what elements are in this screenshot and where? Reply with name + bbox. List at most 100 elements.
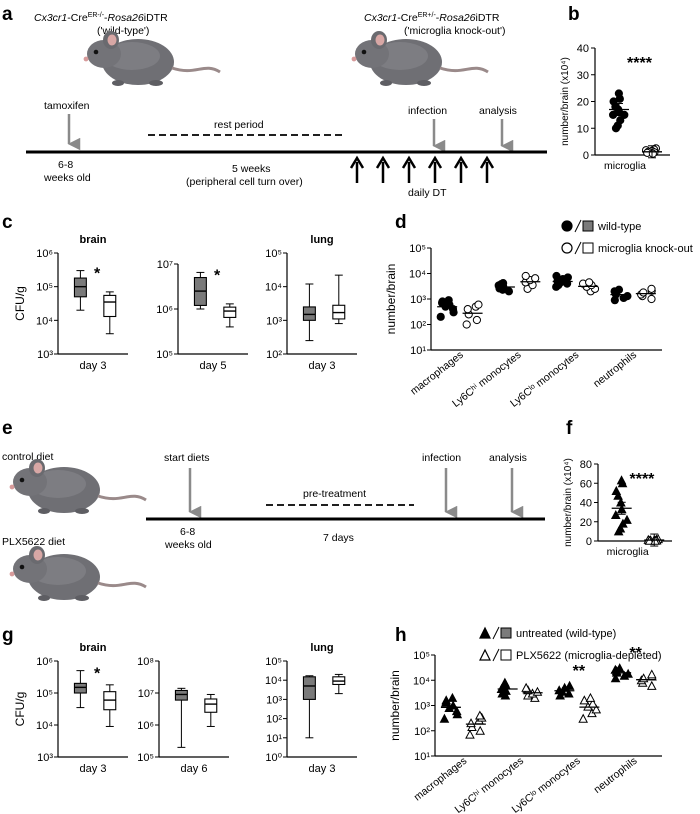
y-tick-label: 10 [577, 123, 589, 135]
legend-box [500, 627, 512, 639]
data-point [620, 110, 629, 119]
box [73, 682, 87, 694]
plx-diet-label: PLX5622 diet [2, 536, 65, 548]
data-point [578, 713, 589, 723]
data-point [611, 124, 621, 133]
data-point [608, 110, 618, 119]
significance-annotation: * [94, 266, 101, 283]
y-tick-label: 0 [586, 536, 592, 548]
data-point [579, 695, 590, 705]
panel-label-e: e [2, 418, 13, 439]
age-label: weeks old [164, 539, 212, 551]
y-tick-label: 10⁵ [265, 248, 282, 260]
mouse-icon [8, 544, 148, 603]
x-category-label: neutrophils [592, 755, 640, 796]
dt-arrow-head [349, 155, 365, 169]
y-tick-label: 10⁴ [265, 675, 282, 687]
y-tick-label: 0 [583, 150, 589, 162]
mouse-icon [8, 457, 148, 516]
chart-title: brain [80, 234, 107, 246]
data-point [466, 718, 476, 728]
panel-label-h: h [395, 625, 407, 646]
data-point [639, 288, 648, 297]
y-axis-label: CFU/g [13, 286, 27, 321]
legend-label: PLX5622 (microglia-depleted) [516, 650, 662, 662]
data-point [617, 478, 628, 488]
y-tick-label: 10³ [37, 752, 53, 764]
data-point [499, 279, 508, 288]
legend-slash [492, 648, 500, 662]
y-tick-label: 10³ [414, 701, 430, 713]
y-axis-label: number/brain [388, 670, 402, 741]
data-point [591, 704, 602, 714]
x-category-label: day 3 [80, 360, 107, 372]
data-point [475, 710, 485, 720]
significance-annotation: * [94, 666, 101, 683]
y-axis-label: number/brain [384, 264, 398, 335]
legend-label: untreated (wild-type) [516, 628, 616, 640]
x-category-label: neutrophils [591, 349, 639, 390]
data-point [646, 680, 657, 690]
data-point [474, 300, 483, 309]
legend-box [582, 220, 594, 232]
box [103, 294, 117, 318]
y-tick-label: 10⁵ [409, 243, 426, 255]
data-point [447, 692, 458, 702]
box [302, 306, 316, 321]
y-tick-label: 10² [414, 726, 430, 738]
x-category-label: day 3 [309, 763, 336, 775]
y-tick-label: 10⁵ [36, 688, 53, 700]
y-axis-label: number/brain (x10⁴) [563, 458, 574, 547]
pretreatment-label: pre-treatment [303, 488, 366, 500]
age-label: weeks old [43, 172, 91, 184]
data-point [614, 285, 624, 294]
data-point [552, 271, 561, 281]
data-point [647, 284, 656, 293]
y-tick-label: 10⁶ [36, 656, 53, 668]
data-point [521, 271, 530, 281]
duration-label: 5 weeks [232, 163, 271, 175]
data-point [532, 686, 543, 696]
data-point [451, 706, 462, 716]
y-tick-label: 10⁵ [413, 650, 430, 662]
data-point [613, 490, 623, 500]
data-point [564, 680, 575, 690]
legend-marker [561, 242, 573, 254]
age-label: 6-8 [58, 159, 73, 171]
box [302, 676, 316, 700]
data-point [647, 294, 656, 304]
y-tick-label: 10⁵ [36, 282, 53, 294]
data-point [623, 291, 632, 301]
age-label: 6-8 [180, 526, 195, 538]
panel-label-d: d [395, 212, 407, 233]
y-axis-label: number/brain (x10⁴) [560, 57, 571, 146]
y-tick-label: 10⁴ [36, 315, 53, 327]
data-point [463, 305, 472, 314]
data-point [614, 663, 625, 673]
data-point [585, 692, 596, 702]
significance-annotation: ** [573, 663, 586, 680]
x-category-label: day 3 [309, 360, 336, 372]
panel-label-g: g [2, 625, 14, 646]
data-point [465, 729, 475, 739]
y-tick-label: 20 [580, 517, 592, 529]
x-category-label: day 3 [80, 763, 107, 775]
y-tick-label: 10¹ [410, 345, 426, 357]
box [223, 306, 237, 318]
legend-marker [479, 626, 491, 639]
dt-arrow-head [401, 155, 417, 169]
infection-label: infection [422, 452, 461, 464]
data-point [500, 677, 510, 687]
data-point [646, 669, 657, 679]
legend-label: wild-type [597, 221, 641, 233]
y-tick-label: 40 [580, 498, 592, 510]
significance-annotation: **** [627, 55, 653, 72]
y-tick-label: 10³ [266, 315, 282, 327]
legend-label: microglia knock-out [598, 243, 693, 255]
significance-annotation: ** [629, 645, 642, 662]
daily-dt-label: daily DT [408, 187, 447, 199]
